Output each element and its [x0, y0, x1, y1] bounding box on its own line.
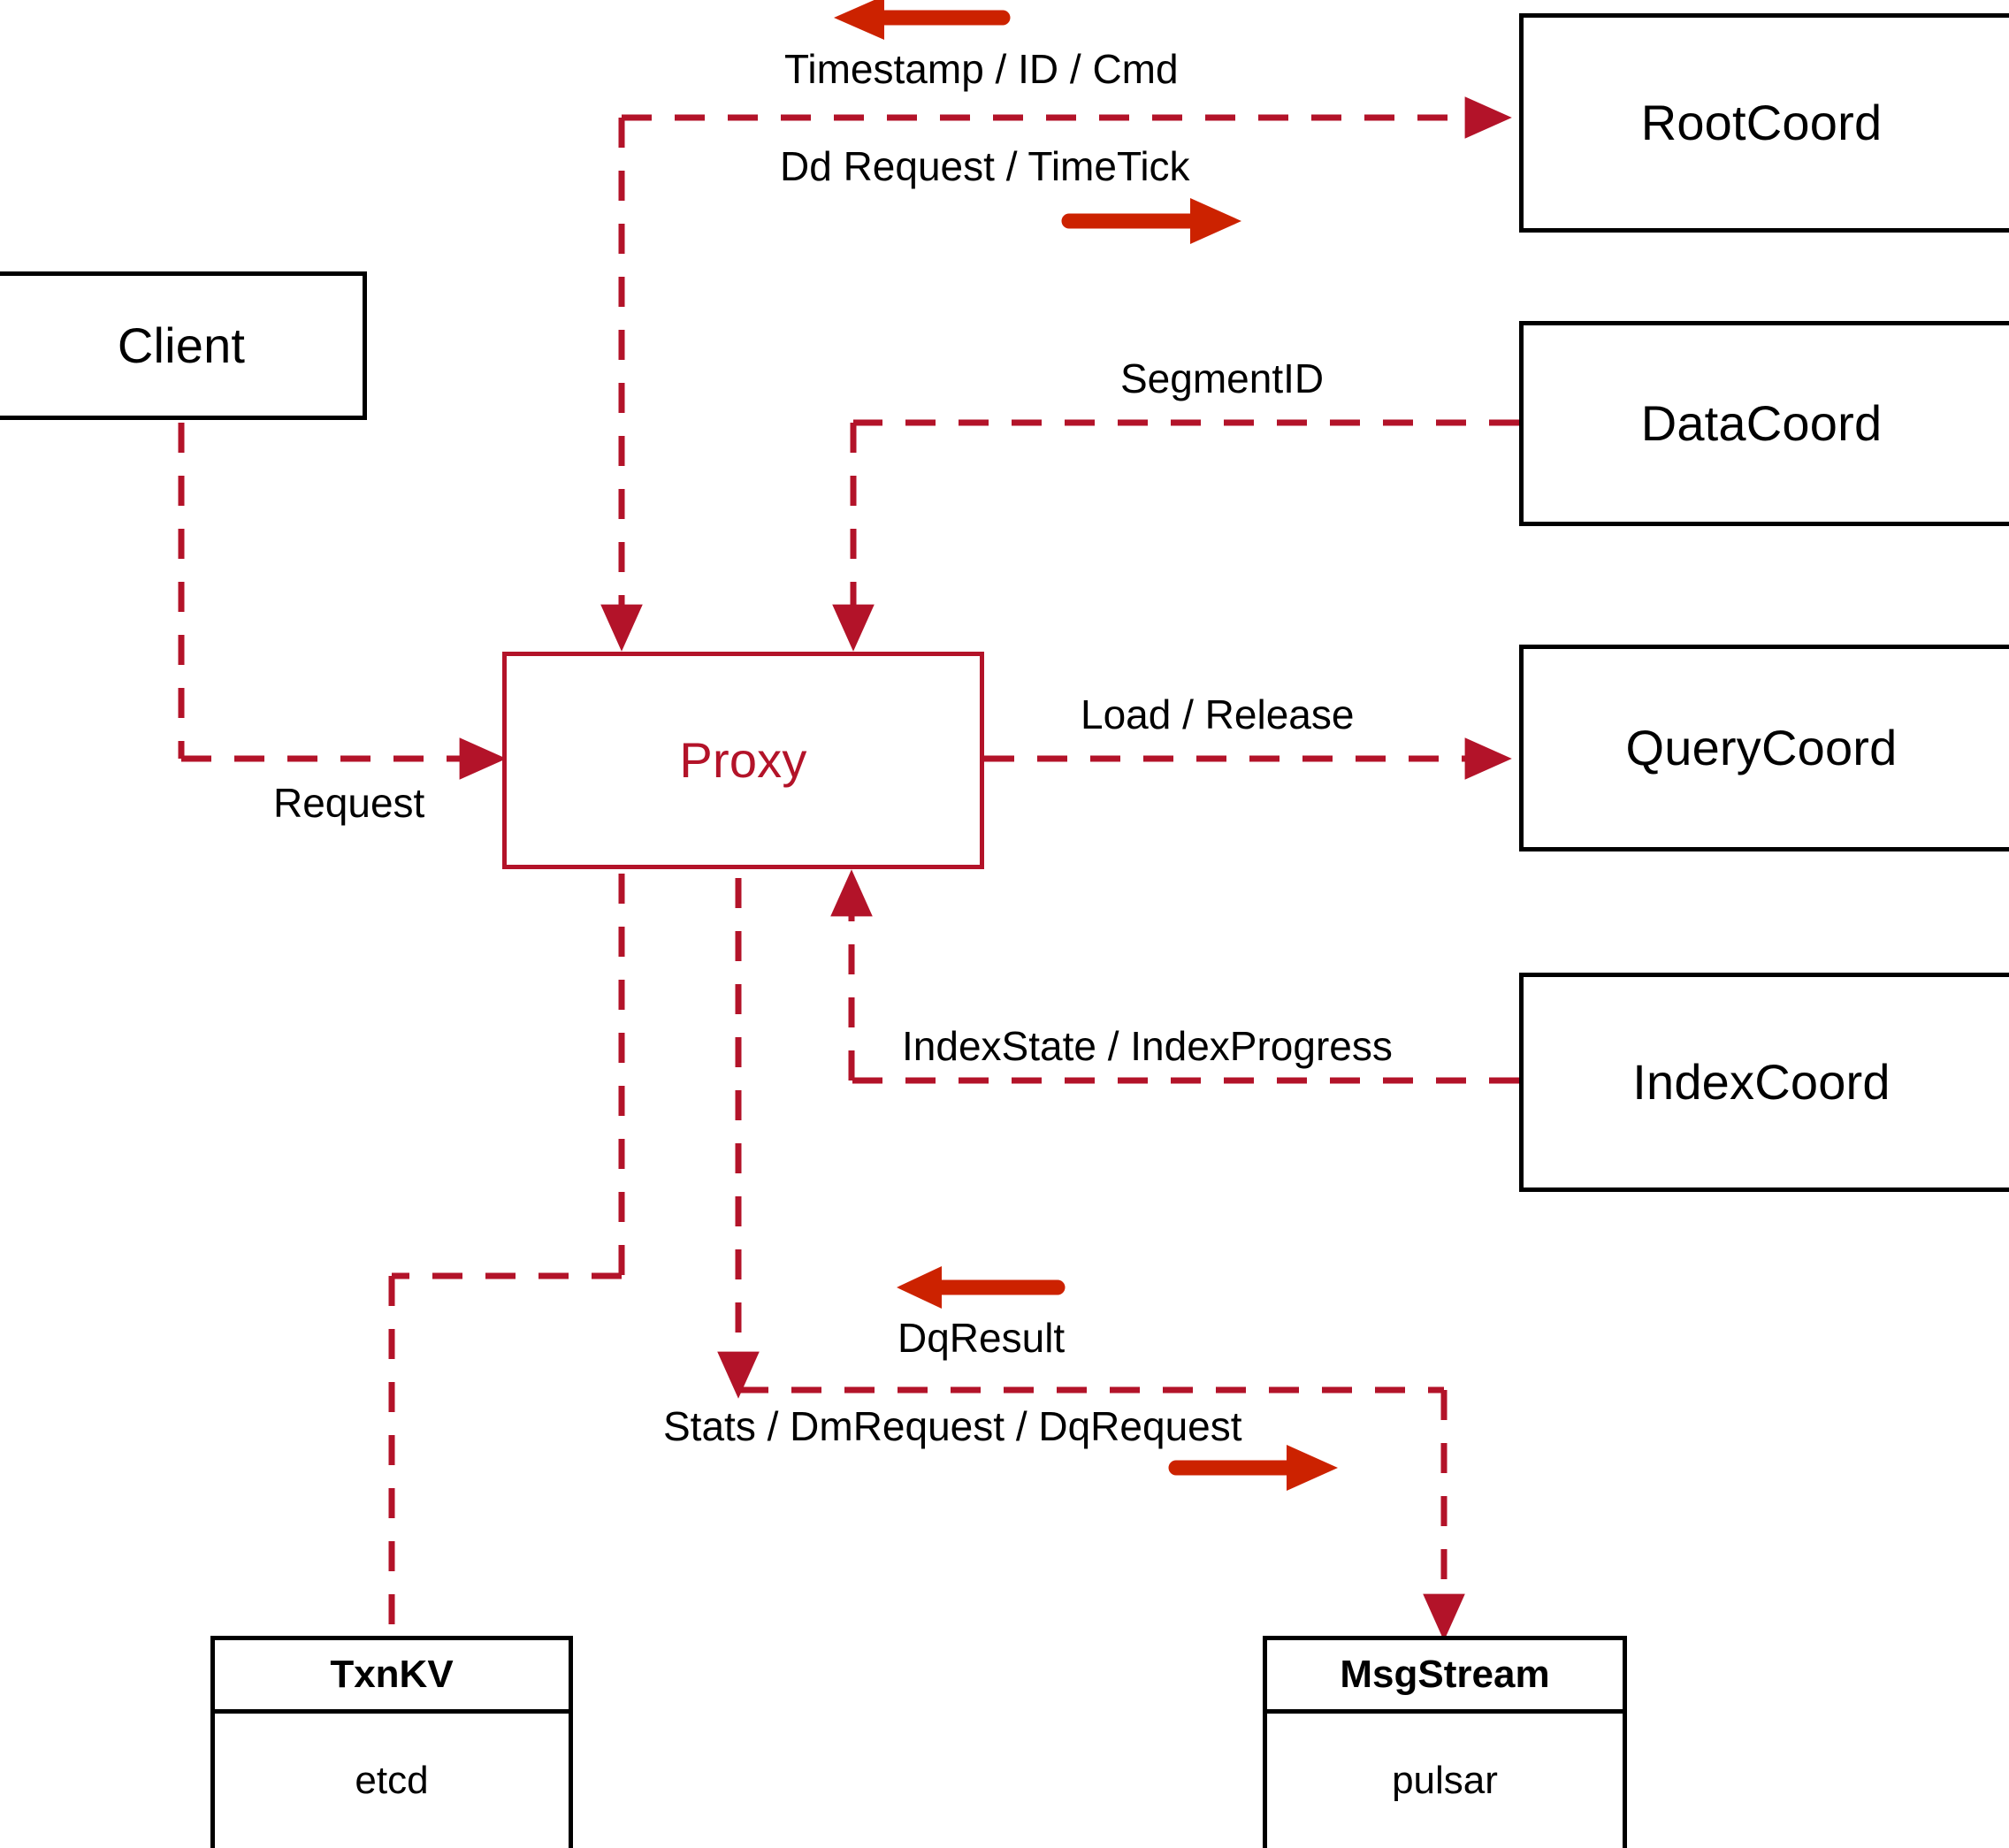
edge-label-indexstate: IndexState / IndexProgress [902, 1023, 1393, 1069]
node-datacoord-label: DataCoord [1640, 395, 1883, 451]
node-rootcoord[interactable]: RootCoord [1519, 13, 2009, 233]
edge-proxy-txnkv [388, 874, 625, 1636]
edge-label-request: Request [273, 780, 425, 826]
node-client-label: Client [117, 317, 246, 373]
edge-label-segmentid: SegmentID [1120, 355, 1325, 401]
edge-indexcoord-proxy [830, 869, 1519, 1084]
edge-client-proxy [178, 423, 507, 780]
node-msgstream-header: MsgStream [1267, 1640, 1623, 1714]
timestamp-direction-arrow [834, 0, 1011, 40]
edge-label-stats-dm-dq: Stats / DmRequest / DqRequest [663, 1403, 1242, 1449]
node-rootcoord-label: RootCoord [1640, 95, 1883, 150]
edge-label-dqresult: DqResult [898, 1315, 1066, 1361]
edge-label-timestamp-id-cmd: Timestamp / ID / Cmd [784, 46, 1179, 92]
dqrequest-direction-arrow [1168, 1445, 1338, 1491]
node-indexcoord-label: IndexCoord [1632, 1054, 1891, 1110]
node-datacoord[interactable]: DataCoord [1519, 321, 2009, 526]
node-indexcoord[interactable]: IndexCoord [1519, 973, 2009, 1192]
node-proxy[interactable]: Proxy [502, 652, 984, 869]
edge-datacoord-proxy [832, 419, 1519, 652]
edge-proxy-msgstream [717, 878, 1465, 1641]
dqresult-direction-arrow [897, 1266, 1066, 1309]
node-msgstream-body: pulsar [1392, 1759, 1498, 1802]
node-txnkv[interactable]: TxnKV etcd [210, 1636, 573, 1848]
timetick-direction-arrow [1061, 198, 1241, 244]
node-proxy-label: Proxy [679, 732, 807, 788]
edge-proxy-rootcoord [600, 96, 1512, 652]
node-txnkv-header: TxnKV [215, 1640, 569, 1714]
edge-label-load-release: Load / Release [1081, 691, 1355, 737]
edge-label-dd-request-timetick: Dd Request / TimeTick [780, 143, 1190, 189]
node-msgstream[interactable]: MsgStream pulsar [1263, 1636, 1627, 1848]
node-client[interactable]: Client [0, 271, 367, 420]
node-querycoord-label: QueryCoord [1625, 720, 1898, 775]
node-txnkv-body: etcd [355, 1759, 429, 1802]
node-querycoord[interactable]: QueryCoord [1519, 645, 2009, 851]
